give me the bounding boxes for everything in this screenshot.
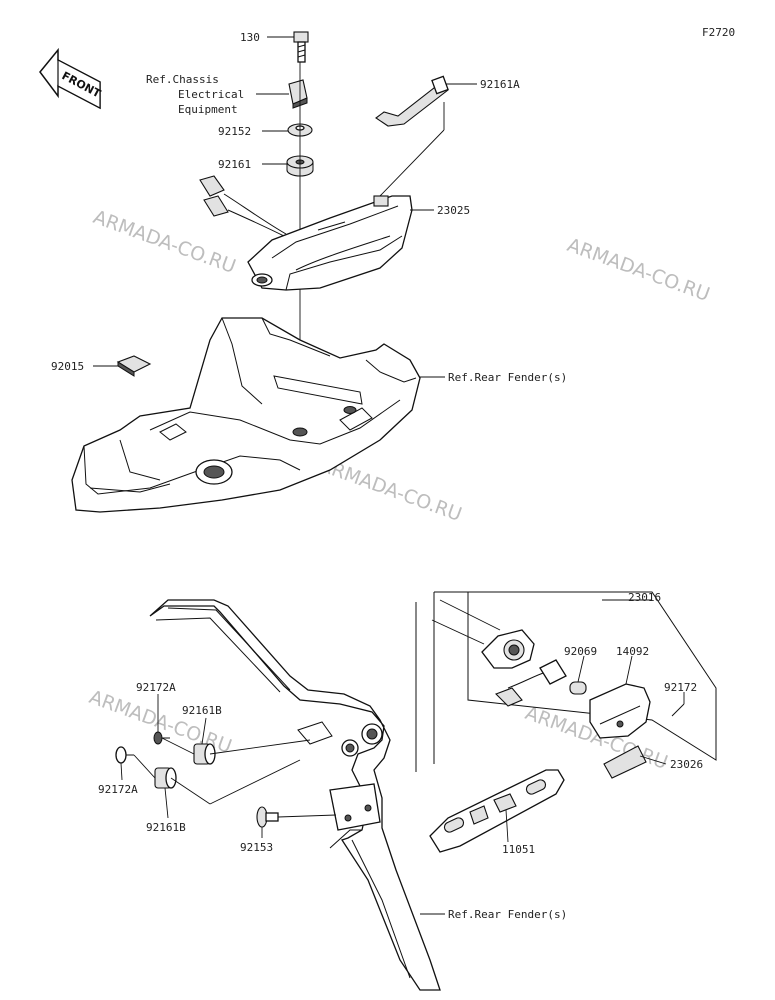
- rear-fender-top: [71, 317, 421, 513]
- label-ref-chassis: Electrical: [178, 88, 244, 101]
- label-92172A: 92172A: [98, 783, 138, 796]
- label-ref-rear-fender: Ref.Rear Fender(s): [448, 908, 567, 921]
- label-92172: 92172: [664, 681, 697, 694]
- clip-nut: [288, 79, 308, 109]
- figure-code: F2720: [702, 26, 735, 39]
- label-ref-chassis: Equipment: [178, 103, 238, 116]
- bolt-92153: [256, 806, 279, 828]
- bolt-130: [293, 31, 309, 63]
- grommet-92161B: [154, 767, 177, 789]
- leader-lines: [93, 36, 685, 915]
- license-light-23016: [415, 591, 717, 779]
- plate-bracket-11051: [429, 769, 565, 853]
- label-14092: 14092: [616, 645, 649, 658]
- label-23025: 23025: [437, 204, 470, 217]
- label-92153: 92153: [240, 841, 273, 854]
- label-92161B: 92161B: [182, 704, 222, 717]
- label-11051: 11051: [502, 843, 535, 856]
- label-92069: 92069: [564, 645, 597, 658]
- tail-light-23025: [199, 175, 413, 291]
- clamp-92161A: [375, 75, 449, 127]
- license-bracket: [149, 599, 441, 991]
- label-92161: 92161: [218, 158, 251, 171]
- pad-92015: [116, 355, 152, 377]
- grommet-92161B: [193, 743, 216, 765]
- label-23016: 23016: [628, 591, 661, 604]
- label-92172A: 92172A: [136, 681, 176, 694]
- watermark: ARMADA-CO.RU: [90, 206, 238, 278]
- watermark: ARMADA-CO.RU: [564, 234, 712, 306]
- label-92161B: 92161B: [146, 821, 186, 834]
- label-130: 130: [240, 31, 260, 44]
- part-labels: 130 Ref.Chassis Electrical Equipment 921…: [51, 31, 703, 921]
- label-ref-chassis: Ref.Chassis: [146, 73, 219, 86]
- label-92152: 92152: [218, 125, 251, 138]
- label-ref-rear-fender: Ref.Rear Fender(s): [448, 371, 567, 384]
- label-23026: 23026: [670, 758, 703, 771]
- front-arrow-icon: FRONT: [39, 47, 103, 110]
- washer-92172A: [115, 746, 134, 764]
- label-92161A: 92161A: [480, 78, 520, 91]
- label-92015: 92015: [51, 360, 84, 373]
